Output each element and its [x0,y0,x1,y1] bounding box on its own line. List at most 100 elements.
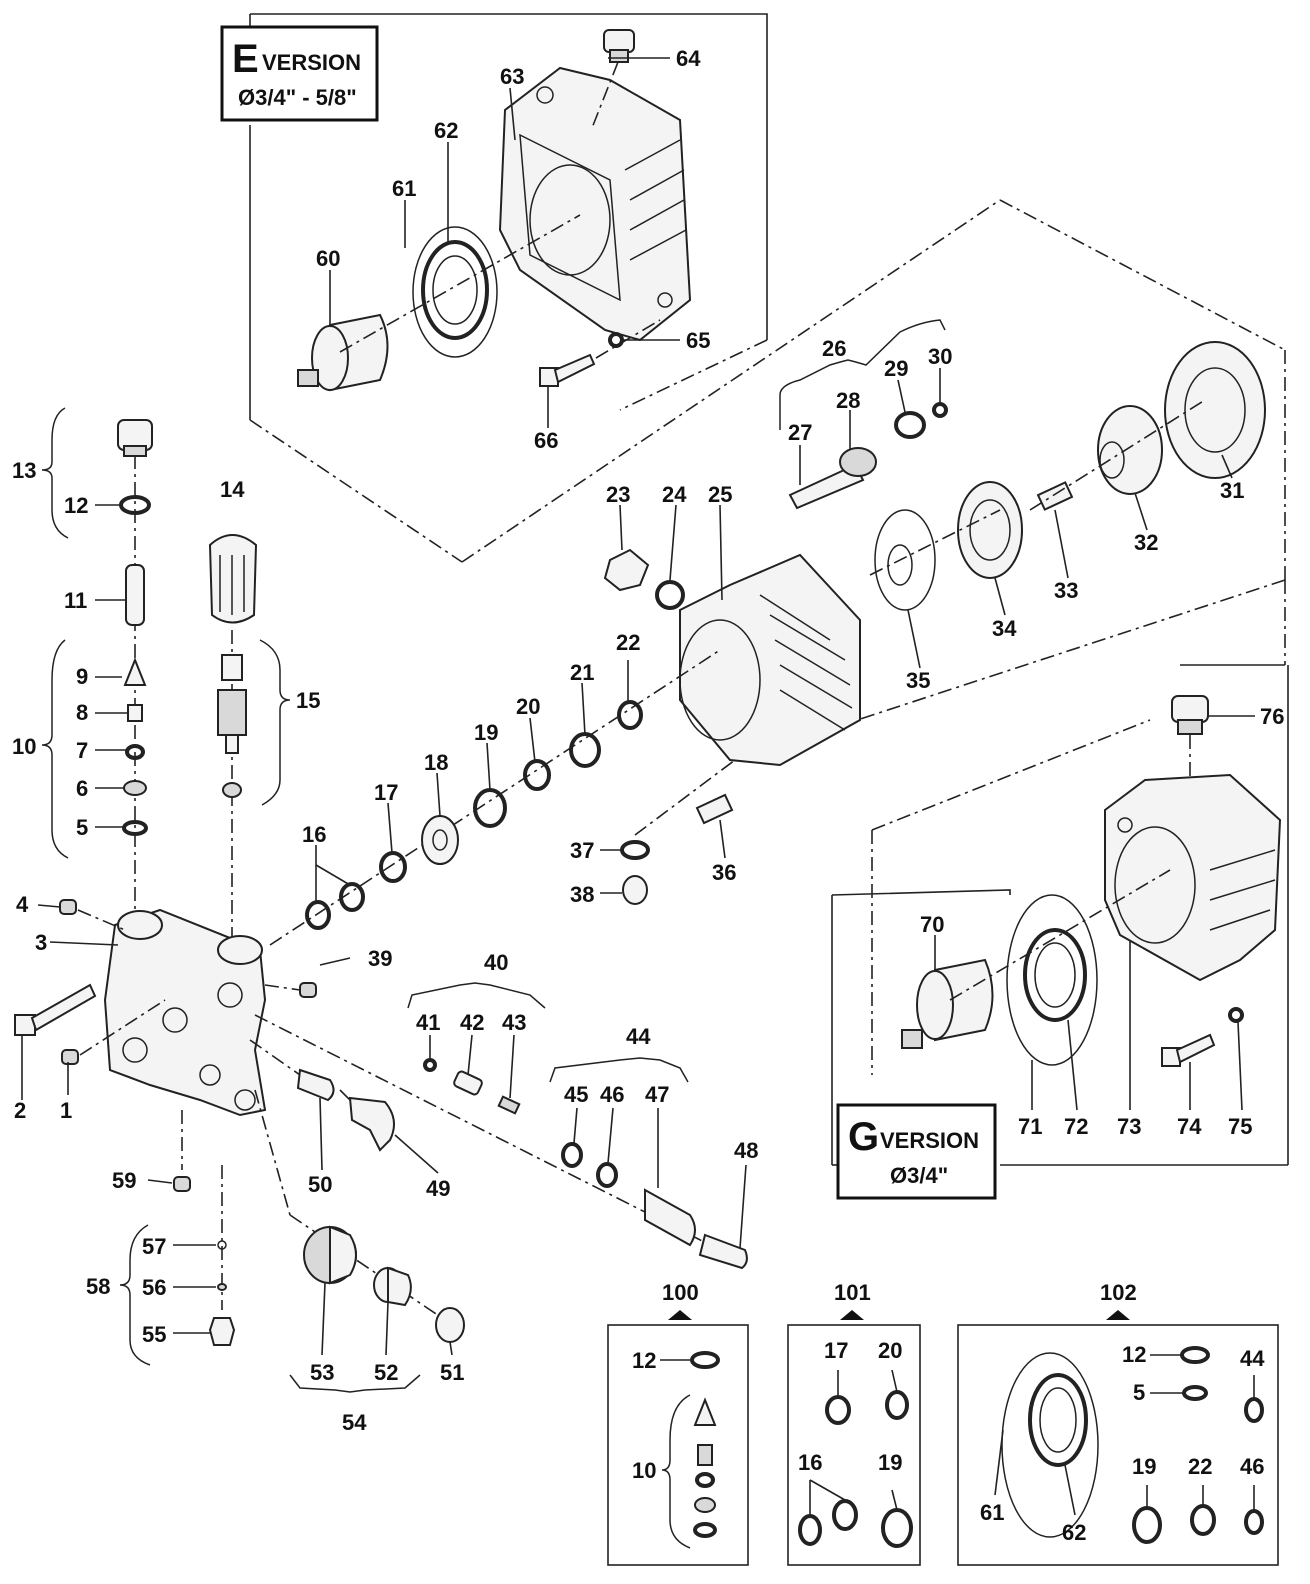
label-49: 49 [426,1176,450,1201]
part-51-cap [435,1307,465,1343]
label-61: 61 [392,176,416,201]
label-17: 17 [374,780,398,805]
label-46: 46 [600,1082,624,1107]
label-5: 5 [76,815,88,840]
part-72-seal [1023,928,1087,1022]
part-2-bolt [14,983,97,1036]
part-3-manifold-body [103,908,267,1117]
kit-101-item-17: 17 [824,1338,848,1363]
kit-102-item-12: 12 [1122,1342,1146,1367]
part-70-bush [901,958,994,1049]
label-58: 58 [86,1274,110,1299]
part-39-plug [299,982,317,998]
kit-102-item-46: 46 [1240,1454,1264,1479]
kit-102-item-61: 61 [980,1500,1004,1525]
part-29-washer [894,411,926,439]
part-74-screw [1161,1033,1216,1067]
part-41-ball [423,1058,437,1072]
label-27: 27 [788,420,812,445]
label-7: 7 [76,738,88,763]
label-70: 70 [920,912,944,937]
kit-101-item-16: 16 [798,1450,822,1475]
part-60-bush [297,313,389,392]
label-66: 66 [534,428,558,453]
label-8: 8 [76,700,88,725]
kit-100-number: 100 [662,1280,699,1305]
part-9-cage [123,657,147,686]
label-14: 14 [220,477,245,502]
part-49-elbow [348,1096,395,1152]
label-50: 50 [308,1172,332,1197]
kit-labels: 100 12 10 101 17 20 16 19 102 12 44 5 61… [632,1280,1265,1545]
label-25: 25 [708,482,732,507]
label-20: 20 [516,694,540,719]
label-52: 52 [374,1360,398,1385]
part-46-oring [596,1162,618,1188]
kit-102-number: 102 [1100,1280,1137,1305]
part-57-ball [217,1240,227,1250]
label-22: 22 [616,630,640,655]
kit-100-item-12: 12 [632,1348,656,1373]
label-13: 13 [12,458,36,483]
seal-stack [269,649,721,946]
part-55-fitting [208,1317,236,1346]
label-2: 2 [14,1098,26,1123]
label-11: 11 [64,588,87,613]
part-43-spring [497,1095,521,1115]
label-19: 19 [474,720,498,745]
label-1: 1 [60,1098,72,1123]
label-39: 39 [368,946,392,971]
label-18: 18 [424,750,448,775]
part-13-plug [117,419,153,457]
part-50-adapter [296,1068,335,1102]
label-29: 29 [884,356,908,381]
kit-102-item-5: 5 [1133,1380,1145,1405]
part-30-clip [932,402,948,418]
part-76-plug [1171,695,1209,735]
kit-100 [607,1310,749,1566]
label-76: 76 [1260,704,1284,729]
kit-100-item-10: 10 [632,1458,656,1483]
e-version-box [220,25,379,122]
label-56: 56 [142,1275,166,1300]
part-23-plug [603,548,650,592]
kit-102-item-22: 22 [1188,1454,1212,1479]
part-20-seal [523,759,551,791]
label-59: 59 [112,1168,136,1193]
kit-101 [787,1310,921,1566]
label-34: 34 [992,616,1017,641]
part-6-seat [123,780,147,796]
part-73-housing [1104,773,1282,982]
part-53-nut [303,1225,357,1285]
e-version-size: Ø3/4" - 5/8" [238,85,357,110]
label-10: 10 [12,734,36,759]
part-21-ring [569,732,601,768]
label-55: 55 [142,1322,166,1347]
part-25-crankcase [679,553,861,767]
kit-102-item-44: 44 [1240,1346,1265,1371]
label-15: 15 [296,688,320,713]
label-9: 9 [76,664,88,689]
part-34-seal [957,481,1023,579]
part-48-nipple [698,1233,748,1270]
leader-lines [21,57,1255,1516]
part-71-ring [1006,894,1098,1066]
label-72: 72 [1064,1114,1088,1139]
label-48: 48 [734,1138,758,1163]
part-8-spring [127,704,143,722]
kit-101-item-19: 19 [878,1450,902,1475]
label-4: 4 [16,892,29,917]
part-75-washer [1228,1007,1244,1023]
part-12-oring [119,495,151,515]
label-3: 3 [35,930,47,955]
part-16-ring-b [339,882,365,912]
part-63-housing [498,66,692,342]
g-version-parts [901,695,1282,1067]
label-60: 60 [316,246,340,271]
part-61-ring [412,226,498,358]
label-28: 28 [836,388,860,413]
part-11-pin [125,564,145,626]
kit-102-item-62: 62 [1062,1520,1086,1545]
label-16: 16 [302,822,326,847]
e-version-word: VERSION [262,50,361,75]
